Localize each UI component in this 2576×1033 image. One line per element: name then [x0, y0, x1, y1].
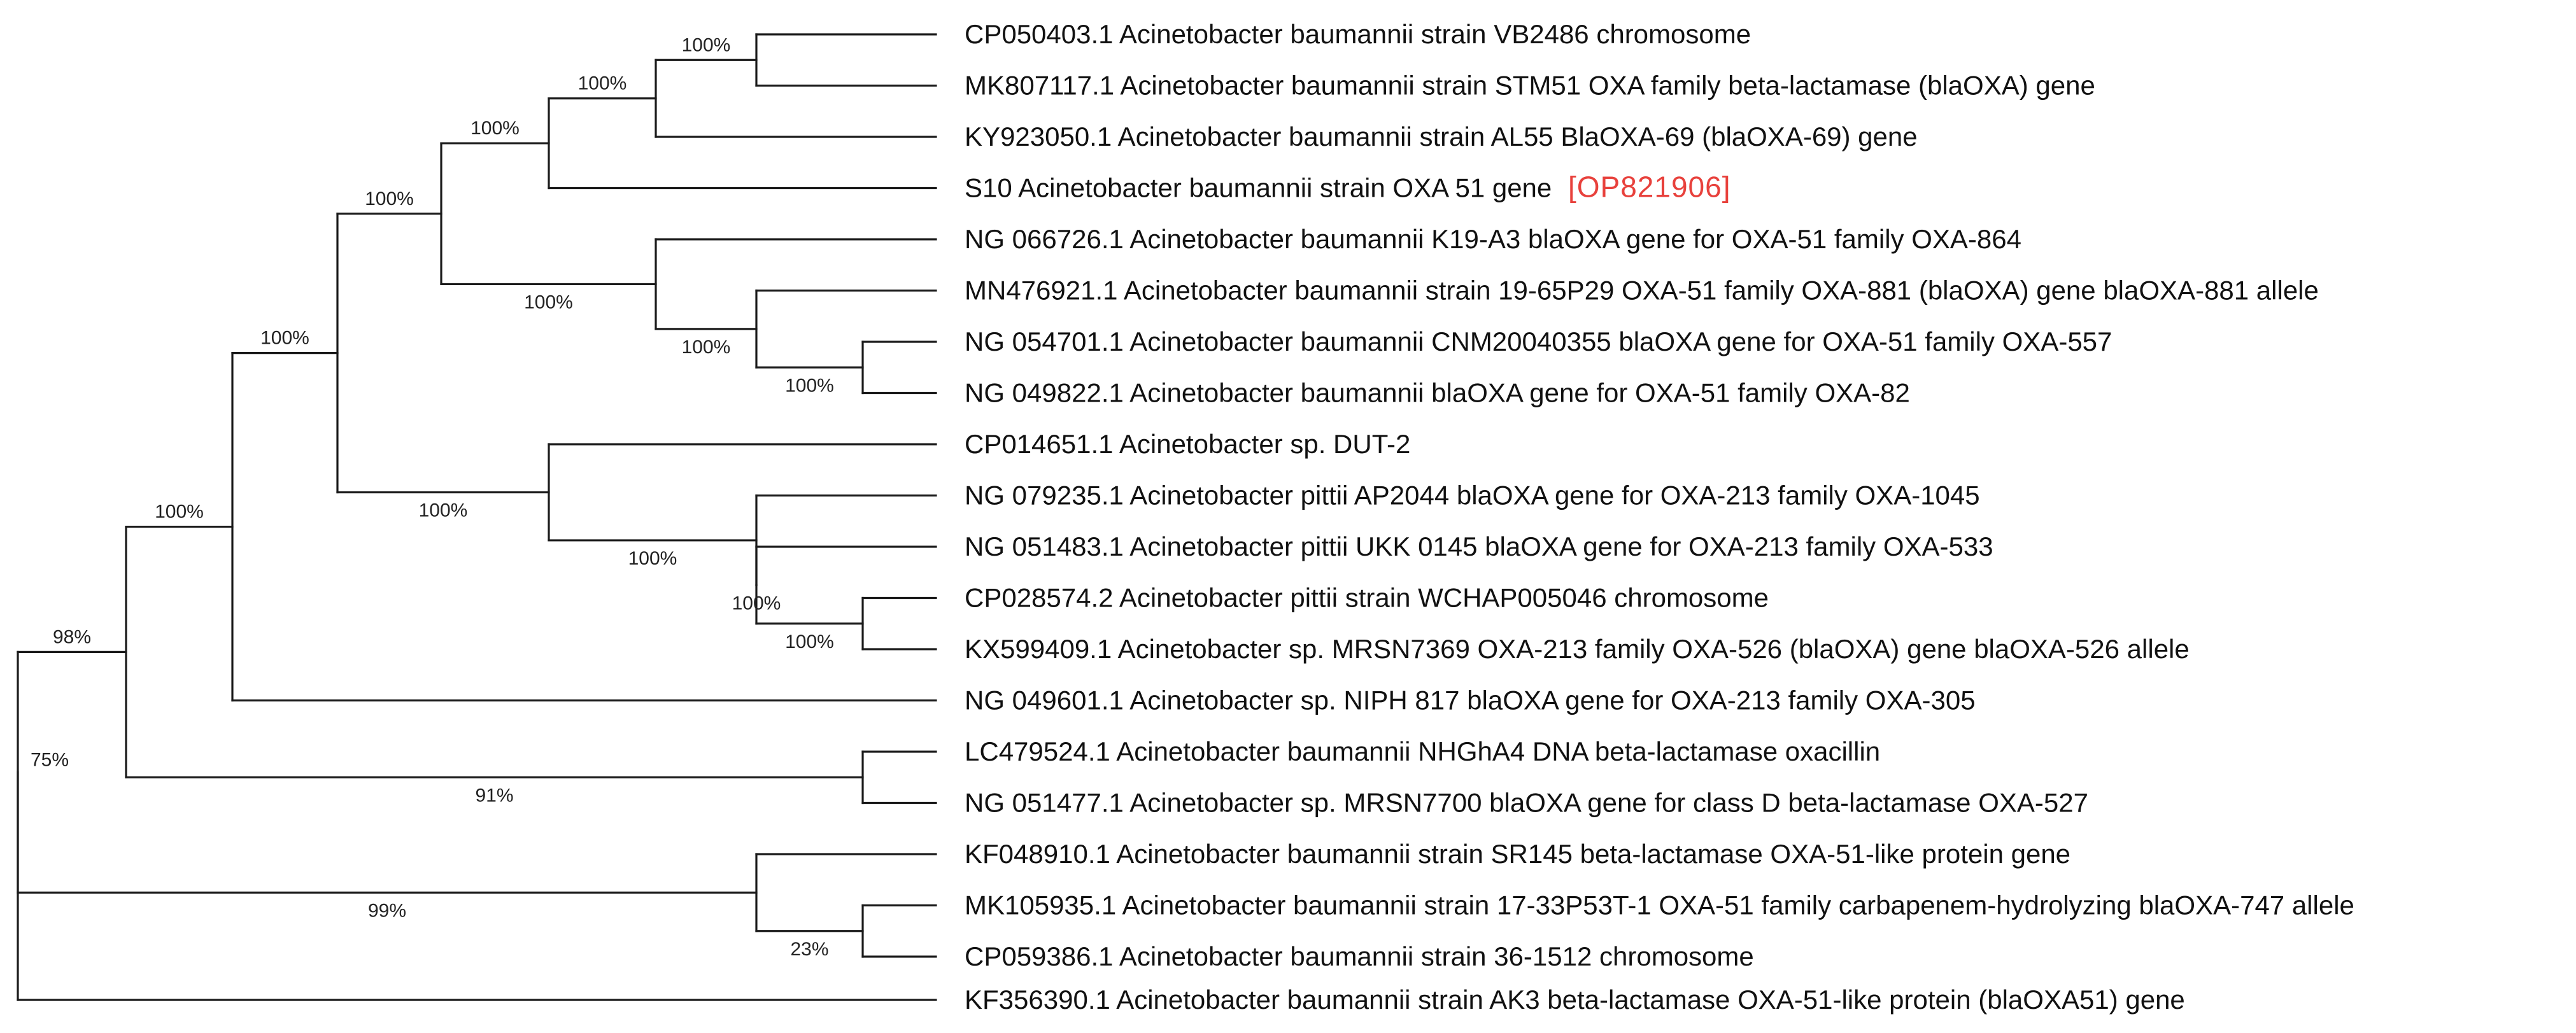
bootstrap-value: 98% [53, 626, 91, 647]
taxon-label: MK105935.1 Acinetobacter baumannii strai… [965, 890, 2354, 920]
taxon-label: S10 Acinetobacter baumannii strain OXA 5… [965, 171, 1730, 204]
taxon-label: CP059386.1 Acinetobacter baumannii strai… [965, 941, 1754, 971]
taxon-labels: CP050403.1 Acinetobacter baumannii strai… [965, 19, 2354, 1015]
taxon-label: KF356390.1 Acinetobacter baumannii strai… [965, 985, 2185, 1015]
bootstrap-value: 100% [578, 73, 627, 94]
taxon-label: MK807117.1 Acinetobacter baumannii strai… [965, 71, 2095, 101]
taxon-label: NG 049601.1 Acinetobacter sp. NIPH 817 b… [965, 685, 1976, 715]
taxon-label: NG 079235.1 Acinetobacter pittii AP2044 … [965, 481, 1980, 510]
bootstrap-value: 100% [471, 118, 520, 139]
bootstrap-value: 100% [682, 34, 731, 55]
bootstrap-value: 100% [524, 292, 573, 313]
bootstrap-value: 100% [260, 328, 309, 349]
bootstrap-value: 100% [419, 500, 468, 521]
bootstrap-value: 100% [155, 502, 204, 523]
taxon-label: KY923050.1 Acinetobacter baumannii strai… [965, 122, 1918, 151]
tree-branches [17, 33, 937, 1001]
bootstrap-support-labels: 98%100%100%100%100%100%100%100%100%100%1… [31, 34, 834, 960]
bootstrap-value: 99% [368, 900, 406, 921]
taxon-label: NG 054701.1 Acinetobacter baumannii CNM2… [965, 327, 2112, 356]
bootstrap-value: 23% [790, 939, 828, 960]
taxon-label: MN476921.1 Acinetobacter baumannii strai… [965, 276, 2319, 306]
bootstrap-value: 75% [31, 749, 69, 770]
taxon-label: LC479524.1 Acinetobacter baumannii NHGhA… [965, 736, 1880, 766]
taxon-label: NG 051483.1 Acinetobacter pittii UKK 014… [965, 531, 1993, 561]
bootstrap-value: 100% [365, 188, 414, 209]
taxon-label: CP050403.1 Acinetobacter baumannii strai… [965, 19, 1751, 49]
bootstrap-value: 100% [682, 337, 731, 358]
taxon-label: KF048910.1 Acinetobacter baumannii strai… [965, 839, 2070, 869]
genbank-accession-tag: [OP821906] [1568, 171, 1731, 204]
taxon-label: CP028574.2 Acinetobacter pittii strain W… [965, 583, 1769, 613]
bootstrap-value: 100% [785, 375, 834, 396]
taxon-label: NG 049822.1 Acinetobacter baumannii blaO… [965, 378, 1910, 408]
taxon-label: KX599409.1 Acinetobacter sp. MRSN7369 OX… [965, 634, 2190, 664]
bootstrap-value: 100% [732, 593, 781, 614]
taxon-label: NG 066726.1 Acinetobacter baumannii K19-… [965, 224, 2021, 254]
bootstrap-value: 91% [475, 785, 513, 806]
bootstrap-value: 100% [628, 548, 677, 569]
taxon-label: CP014651.1 Acinetobacter sp. DUT-2 [965, 429, 1410, 459]
bootstrap-value: 100% [785, 631, 834, 652]
taxon-label: NG 051477.1 Acinetobacter sp. MRSN7700 b… [965, 788, 2088, 818]
